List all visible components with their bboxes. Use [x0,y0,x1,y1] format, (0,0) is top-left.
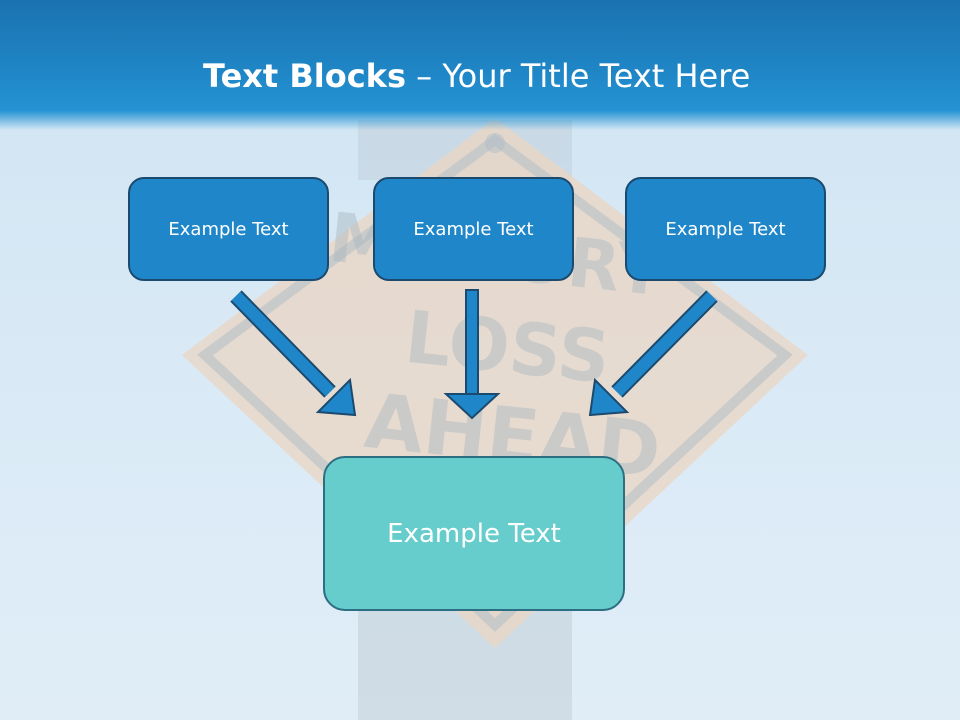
text-block-2-label: Example Text [413,218,534,240]
title-rest: Your Title Text Here [442,57,751,95]
text-block-3[interactable]: Example Text [625,177,826,281]
title-dash: – [406,57,443,95]
text-block-2[interactable]: Example Text [373,177,574,281]
text-block-1-label: Example Text [168,218,289,240]
slide-title: Text Blocks – Your Title Text Here [203,54,750,98]
text-block-1[interactable]: Example Text [128,177,329,281]
text-block-3-label: Example Text [665,218,786,240]
title-bar [0,0,960,130]
target-text-block[interactable]: Example Text [323,456,625,611]
target-text-block-label: Example Text [387,518,561,549]
title-bold: Text Blocks [203,57,406,95]
arrow-right-icon [588,290,718,417]
arrow-left-icon [230,290,357,417]
arrow-down-icon [443,289,501,420]
